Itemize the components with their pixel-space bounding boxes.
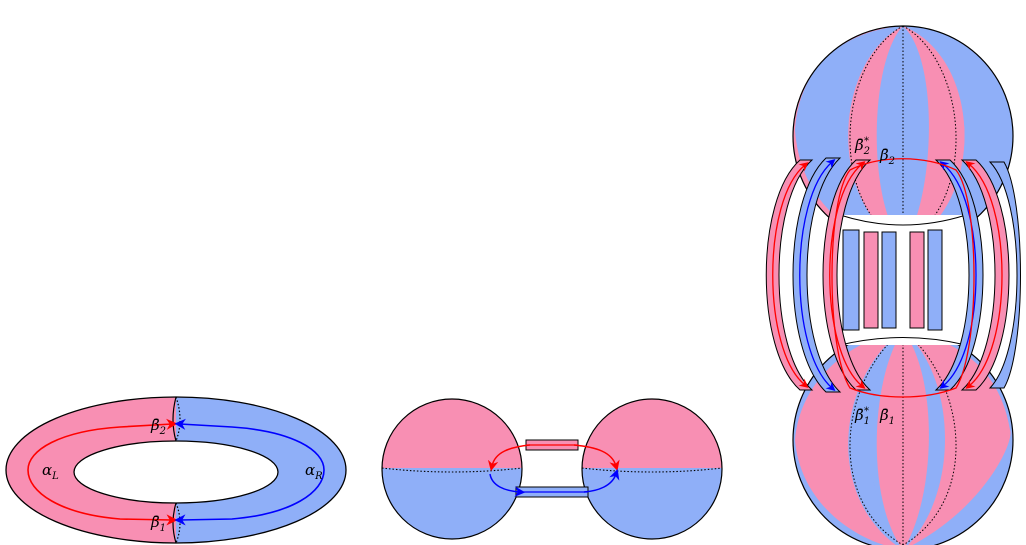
sphere-pair-diagram (380, 398, 725, 543)
torus-hole (74, 441, 278, 503)
beta2-star-label: β̄2* (854, 136, 870, 157)
tube-center-right-pink (910, 232, 924, 328)
tube-inner-left-blue (843, 230, 859, 330)
tube-center-left-pink (864, 232, 878, 328)
torus-diagram: αL αR β̄2 β̄1 (6, 397, 346, 543)
covering-surface-diagram: β̄2* β̄2 β̄1* β̄1 (766, 20, 1020, 545)
tube-center-right-blue (882, 232, 896, 328)
beta1-star-label: β̄1* (854, 406, 870, 427)
tube-inner-right-blue (928, 230, 942, 330)
